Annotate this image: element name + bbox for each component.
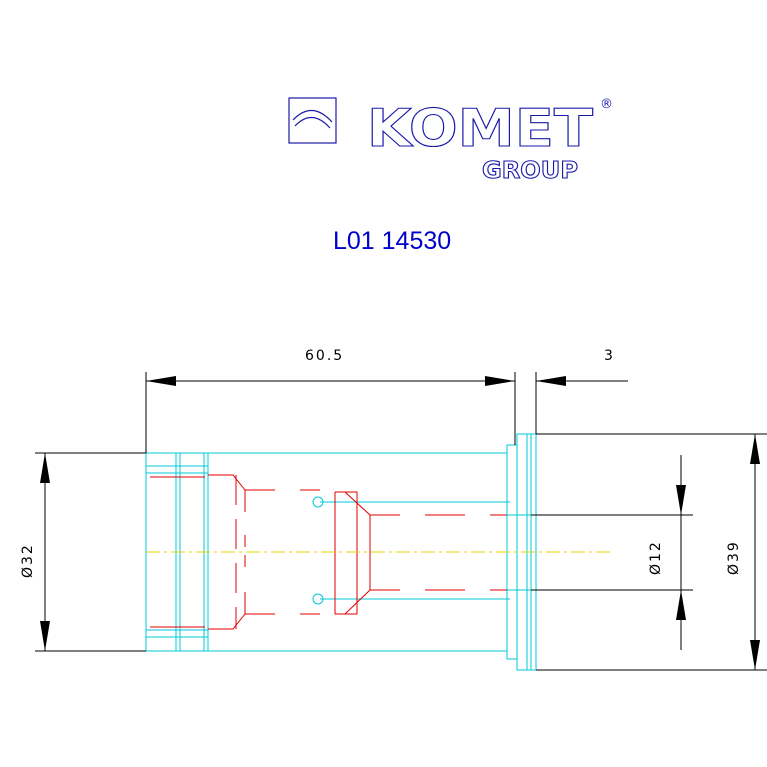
dim-length: 60.5 — [145, 348, 516, 453]
part-code: L01 14530 — [333, 227, 451, 255]
logo-group-text: GROUP — [482, 158, 578, 184]
logo-registered-mark: ® — [600, 97, 613, 112]
dim-length-label: 60.5 — [305, 348, 344, 364]
dim-flange-label: 3 — [604, 348, 615, 364]
logo-emblem-icon — [288, 97, 337, 144]
dim-bore-diameter-label: Ø12 — [648, 540, 664, 575]
dim-flange-diameter-label: Ø39 — [726, 540, 742, 575]
dim-bore-diameter: Ø12 — [531, 455, 693, 650]
komet-logo: KOMET ® GROUP — [288, 97, 613, 185]
dim-flange-diameter: Ø39 — [536, 433, 767, 671]
dim-body-diameter-label: Ø32 — [20, 543, 36, 578]
dim-flange: 3 — [535, 348, 628, 434]
logo-arc-icon — [292, 109, 333, 129]
logo-brand-text: KOMET — [367, 99, 594, 159]
hidden-lines — [150, 474, 507, 630]
dim-body-diameter: Ø32 — [20, 452, 146, 652]
